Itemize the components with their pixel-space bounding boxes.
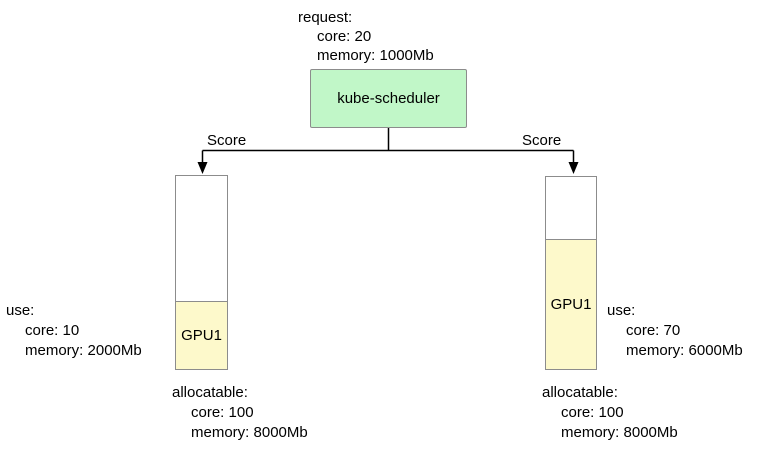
scheduler-to-split-line: [201, 128, 575, 163]
node-left-use-memory-line: memory: 2000Mb: [25, 342, 142, 359]
arrowhead-left-icon: [197, 162, 208, 174]
score-label-left: Score: [207, 132, 247, 149]
node-left-allocatable-block: allocatable: core: 100 memory: 8000Mb: [172, 383, 308, 443]
request-title: request:: [298, 9, 353, 26]
request-core-line: core: 20: [317, 28, 372, 45]
node-right-use-block: use: core: 70 memory: 6000Mb: [607, 301, 743, 361]
node-right-gpu-segment: GPU1: [546, 239, 596, 369]
node-left-allocatable-core-line: core: 100: [191, 404, 254, 421]
node-right-allocatable-title: allocatable:: [542, 384, 618, 401]
request-memory-line: memory: 1000Mb: [317, 47, 434, 64]
node-right-box: GPU1: [545, 176, 597, 370]
score-label-right: Score: [522, 132, 562, 149]
kube-scheduler-box: kube-scheduler: [310, 69, 467, 128]
arrowhead-right-icon: [568, 162, 579, 174]
node-left-use-core-line: core: 10: [25, 322, 80, 339]
node-left-use-block: use: core: 10 memory: 2000Mb: [6, 301, 142, 361]
node-right-gpu-label: GPU1: [550, 296, 592, 313]
node-right-use-core-line: core: 70: [626, 322, 681, 339]
node-right-allocatable-block: allocatable: core: 100 memory: 8000Mb: [542, 383, 678, 443]
node-right-allocatable-core-line: core: 100: [561, 404, 624, 421]
node-left-allocatable-memory-line: memory: 8000Mb: [191, 424, 308, 441]
node-right-use-memory-line: memory: 6000Mb: [626, 342, 743, 359]
kube-scheduler-label: kube-scheduler: [337, 90, 440, 107]
node-left-use-title: use:: [6, 302, 35, 319]
node-right-use-title: use:: [607, 302, 636, 319]
node-left-box: GPU1: [175, 175, 228, 370]
request-block: request: core: 20 memory: 1000Mb: [298, 8, 434, 65]
node-right-allocatable-memory-line: memory: 8000Mb: [561, 424, 678, 441]
node-left-allocatable-title: allocatable:: [172, 384, 248, 401]
node-left-gpu-label: GPU1: [181, 327, 222, 344]
node-left-gpu-segment: GPU1: [176, 301, 227, 369]
